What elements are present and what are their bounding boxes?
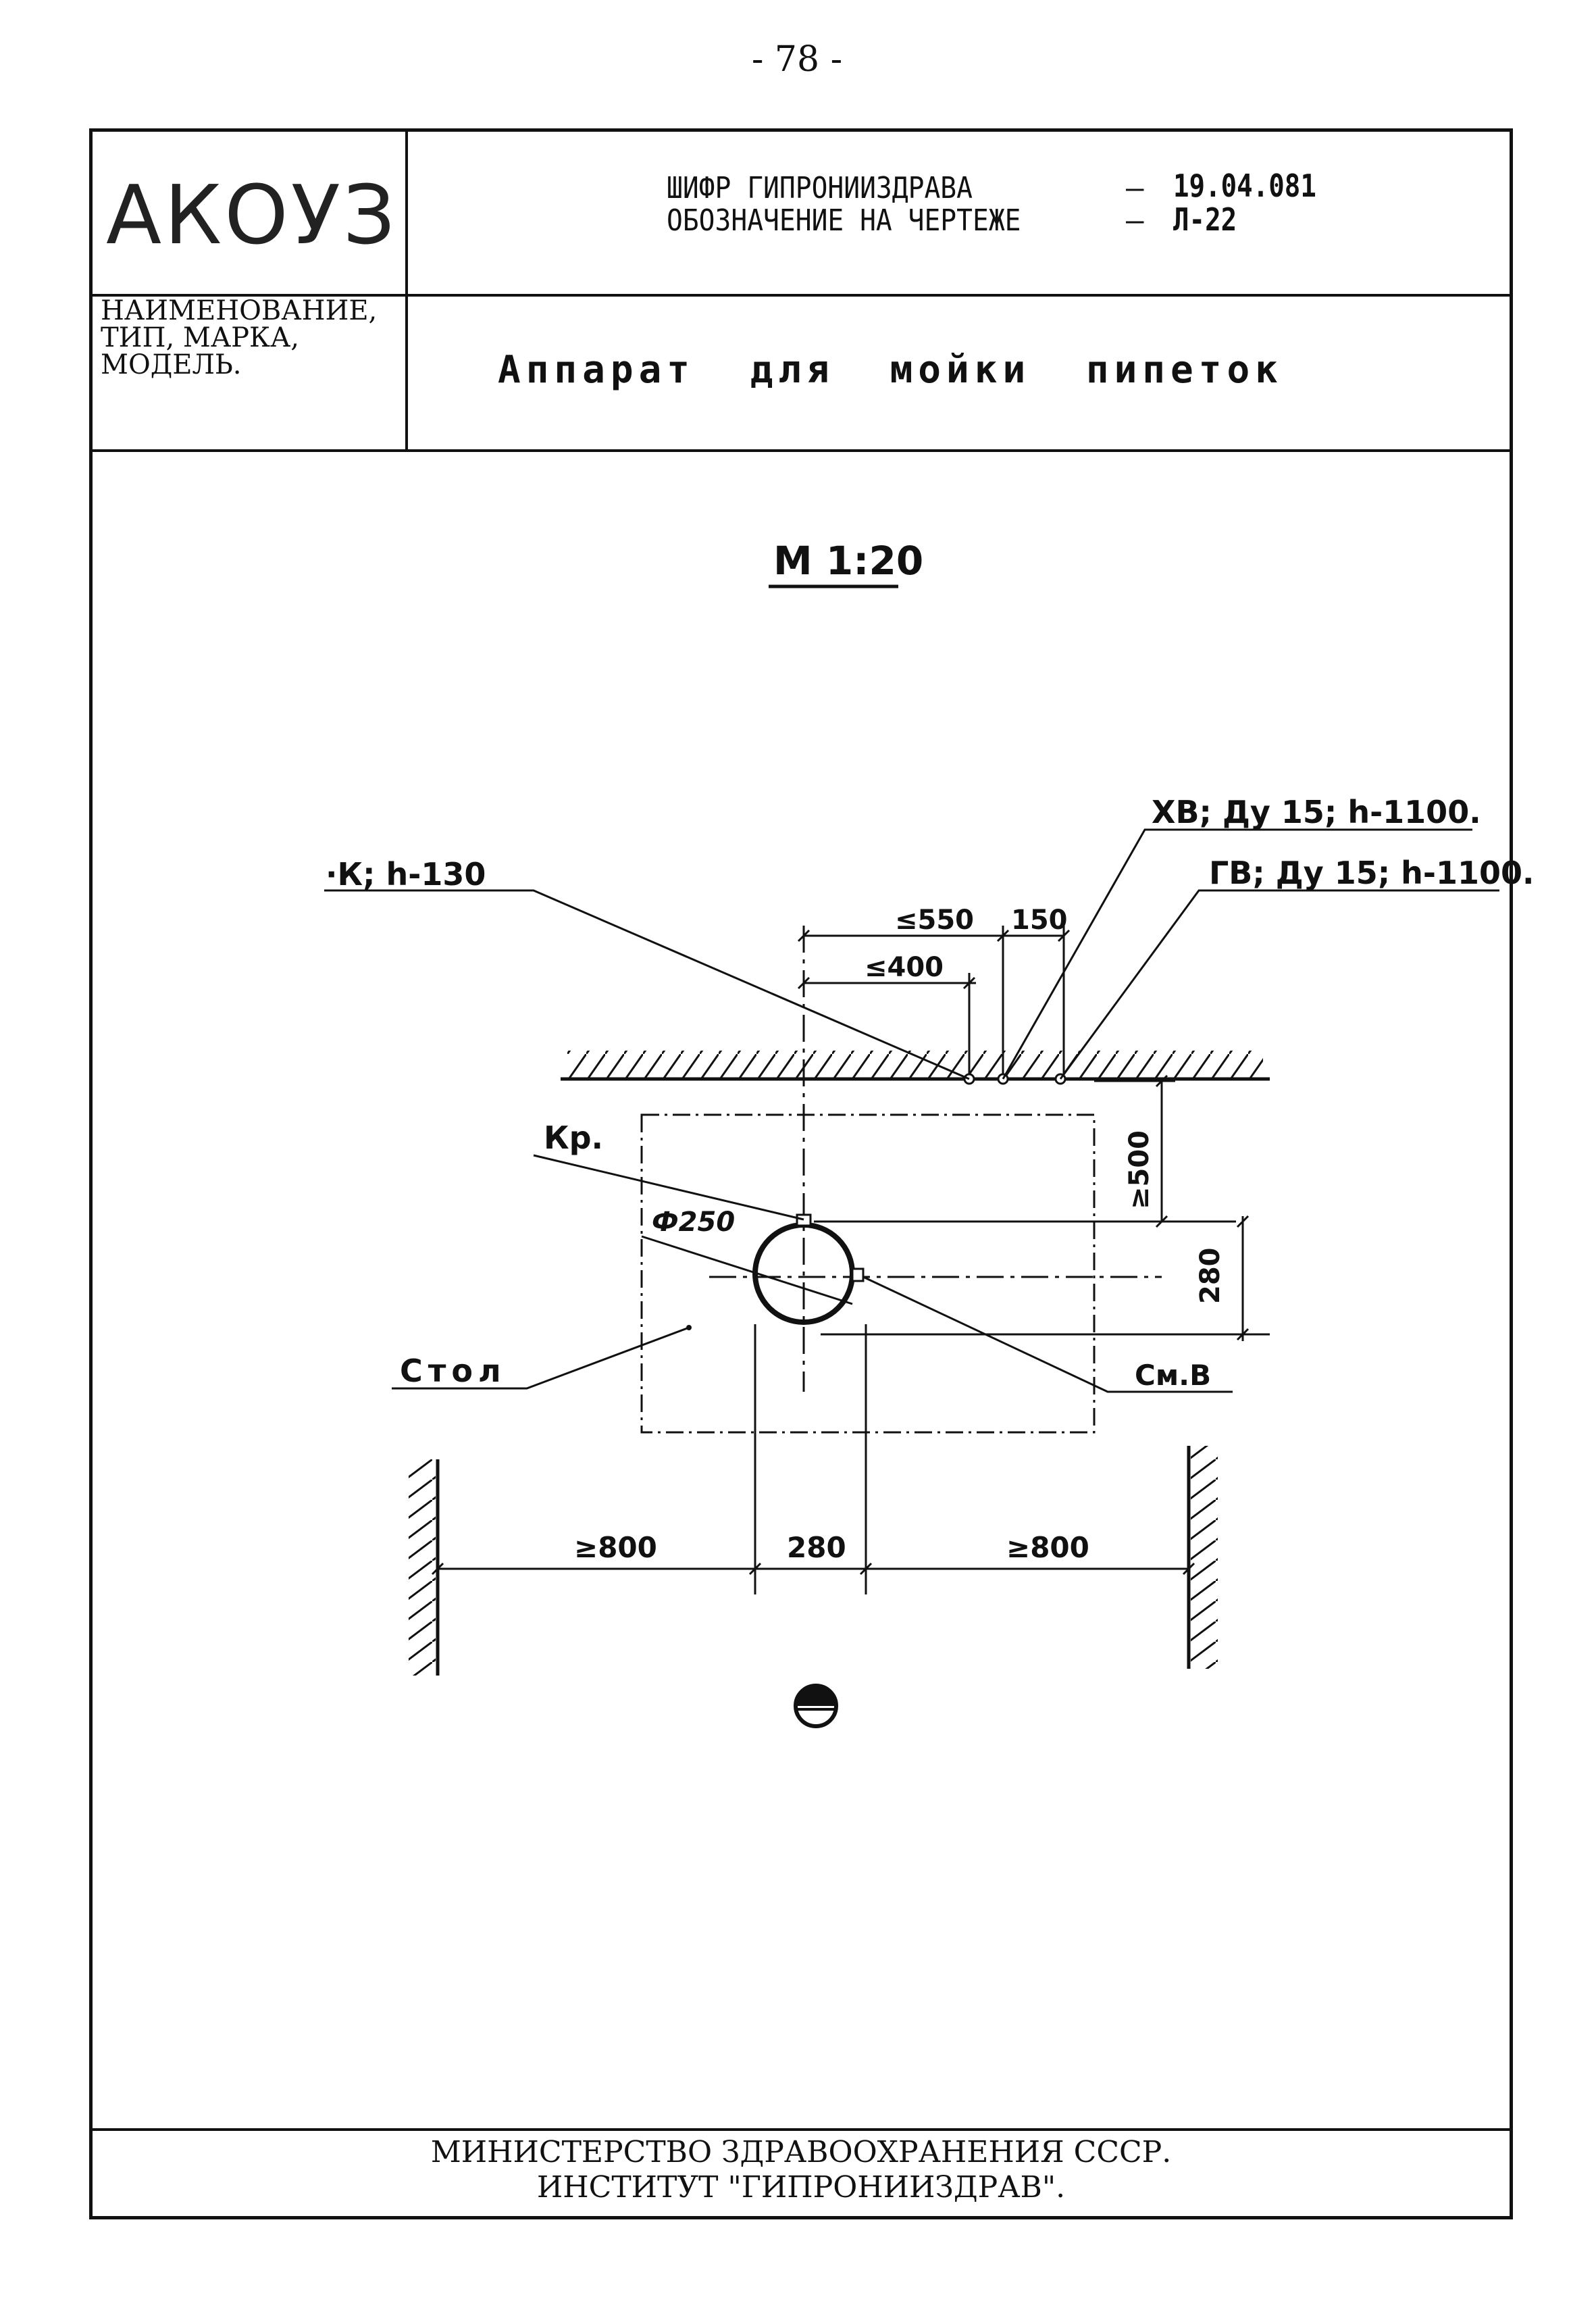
leader-hot-water — [1059, 889, 1499, 1080]
tick-400-right — [962, 976, 976, 990]
mixer-fitting — [851, 1267, 865, 1282]
tick-bottom-4 — [1182, 1562, 1195, 1576]
leader-sewer — [324, 889, 970, 1080]
leader-lines — [324, 828, 1499, 1393]
footer: МИНИСТЕРСТВО ЗДРАВООХРАНЕНИЯ СССР. ИНСТИ… — [93, 2135, 1510, 2205]
label-diameter: Ф250 — [652, 1207, 735, 1238]
tick-bottom-3 — [859, 1562, 873, 1576]
dim-800-right-text: ≥800 — [1006, 1531, 1089, 1564]
designation-label: ОБОЗНАЧЕНИЕ НА ЧЕРТЕЖЕ — [667, 203, 1021, 238]
left-wall — [409, 1459, 440, 1676]
right-dimensions — [814, 1074, 1270, 1341]
code-label: ШИФР ГИПРОНИИЗДРАВА — [667, 171, 973, 205]
leader-cold-water — [1002, 828, 1472, 1080]
label-mixed-water: См.В — [1135, 1359, 1211, 1392]
device-name: Аппарат для мойки пипеток — [498, 348, 1283, 392]
label-sewer: ·К; h-130 — [326, 856, 486, 892]
label-hot-water: ГВ; Ду 15; h-1100. — [1209, 855, 1535, 891]
page-number: - 78 - — [751, 39, 843, 80]
table-leader-dot — [686, 1325, 692, 1330]
dim-800-left-text: ≥800 — [574, 1531, 657, 1564]
table-outline — [640, 1113, 1096, 1434]
dim-280-bottom-text: 280 — [787, 1531, 846, 1564]
footer-divider — [93, 2128, 1510, 2131]
title-divider-2 — [93, 449, 1510, 452]
name-label-line-2: ТИП, МАРКА, — [101, 322, 300, 353]
leader-diameter — [641, 1235, 853, 1305]
orientation-circle — [794, 1684, 838, 1728]
drawing-sheet: АКОУЗ ШИФР ГИПРОНИИЗДРАВА ОБОЗНАЧЕНИЕ НА… — [89, 128, 1513, 2219]
footer-institute: ИНСТИТУТ "ГИПРОНИИЗДРАВ". — [536, 2170, 1066, 2205]
left-wall-hatch — [409, 1459, 436, 1676]
organization-logo: АКОУЗ — [106, 169, 398, 263]
label-table: Стол — [400, 1353, 507, 1389]
designation-dash: – — [1126, 203, 1144, 238]
orientation-symbol — [794, 1684, 838, 1728]
code-value: 19.04.081 — [1173, 168, 1316, 204]
tick-bottom-1 — [431, 1562, 444, 1576]
tap-fitting — [796, 1213, 812, 1227]
tick-bottom-2 — [748, 1562, 762, 1576]
dim-400-text: ≤400 — [865, 952, 944, 983]
right-wall — [1187, 1446, 1218, 1669]
tick-280-bottom — [1236, 1328, 1250, 1341]
footer-ministry: МИНИСТЕРСТВО ЗДРАВООХРАНЕНИЯ СССР. — [430, 2135, 1172, 2169]
code-values: 19.04.081 Л-22 — [1173, 169, 1316, 236]
code-dash: – — [1126, 171, 1144, 205]
designation-value: Л-22 — [1173, 201, 1237, 238]
name-label-line-1: НАИМЕНОВАНИЕ, — [101, 295, 378, 326]
code-labels: ШИФР ГИПРОНИИЗДРАВА ОБОЗНАЧЕНИЕ НА ЧЕРТЕ… — [667, 172, 1021, 237]
bottom-dimensions — [431, 1324, 1195, 1594]
tick-500-bottom — [1155, 1215, 1168, 1228]
leader-tap — [533, 1154, 804, 1221]
label-tap: Кр. — [544, 1120, 603, 1156]
tick-280-top — [1236, 1215, 1250, 1228]
name-label-line-3: МОДЕЛЬ. — [101, 349, 242, 380]
dim-550-text: ≤550 — [895, 905, 974, 936]
dim-150-text: 150 — [1011, 905, 1068, 936]
top-dimensions — [797, 919, 1071, 1074]
orientation-half — [797, 1687, 835, 1706]
name-label: НАИМЕНОВАНИЕ, ТИП, МАРКА, МОДЕЛЬ. — [101, 297, 398, 378]
title-vertical-divider — [405, 132, 408, 449]
dim-280-vertical-text: 280 — [1195, 1248, 1226, 1305]
tick-550-right — [1057, 929, 1071, 942]
leader-table — [392, 1326, 690, 1390]
dim-500-text: ≥500 — [1124, 1130, 1155, 1209]
title-divider-1 — [93, 294, 1510, 297]
scale-label: М 1:20 — [773, 538, 923, 584]
label-cold-water: ХВ; Ду 15; h-1100. — [1152, 794, 1481, 830]
leader-mixed-water — [863, 1276, 1233, 1393]
tick-400-left — [797, 976, 810, 990]
tick-500-top — [1155, 1074, 1168, 1088]
right-wall-hatch — [1191, 1446, 1218, 1669]
tick-550-left — [797, 929, 810, 942]
tick-150-left — [996, 929, 1010, 942]
code-dashes: – – — [1126, 172, 1144, 237]
